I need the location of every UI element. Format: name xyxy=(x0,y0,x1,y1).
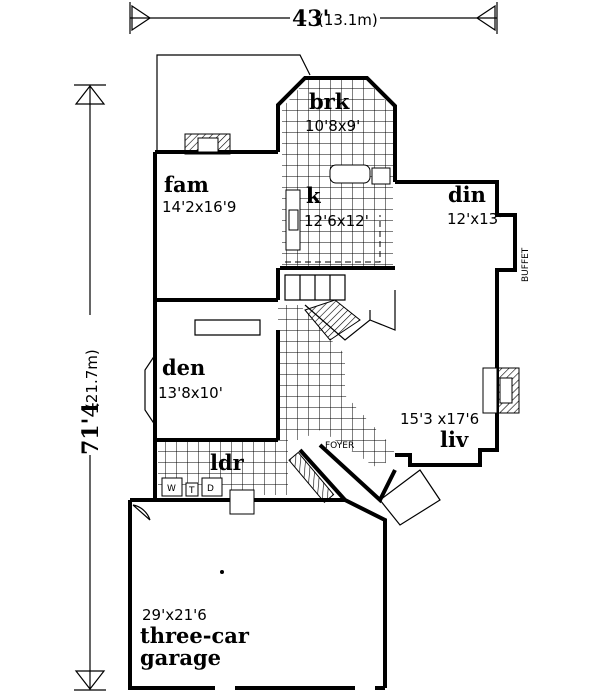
tub-label: T xyxy=(188,486,195,496)
dryer-label: D xyxy=(207,484,214,494)
den-bay-window xyxy=(144,354,156,426)
brk-name: brk xyxy=(309,89,350,114)
width-metric: (13.1m) xyxy=(318,11,378,29)
foyer-label: FOYER xyxy=(325,441,354,451)
foyer-door xyxy=(288,451,335,504)
walls xyxy=(128,76,517,690)
dryer-icon xyxy=(201,477,223,497)
width-dimension xyxy=(129,2,498,34)
hall-tile-floor xyxy=(278,305,395,470)
fam-size: 14'2x16'9 xyxy=(162,198,236,216)
depth-dimension xyxy=(74,84,106,691)
range-icon xyxy=(371,167,391,185)
din-name: din xyxy=(448,182,486,207)
den-size: 13'8x10' xyxy=(158,384,223,402)
k-name: k xyxy=(306,183,321,208)
stairs-icon xyxy=(284,274,361,341)
fam-name: fam xyxy=(164,172,209,197)
washer-label: W xyxy=(167,484,176,494)
ldr-name: ldr xyxy=(210,450,245,475)
brk-size: 10'8x9' xyxy=(305,117,360,135)
kitchen-island xyxy=(329,164,371,184)
width-label: 43' xyxy=(292,6,329,32)
sink-icon xyxy=(288,209,299,231)
depth-metric: (21.7m) xyxy=(83,349,101,409)
washer-icon xyxy=(161,477,183,497)
ldr-door xyxy=(229,489,255,515)
garage-name-line1: three-car xyxy=(140,623,250,648)
tub-icon xyxy=(185,482,199,497)
buffet-label: BUFFET xyxy=(521,247,531,282)
liv-name: liv xyxy=(440,427,469,452)
garage-dot xyxy=(220,570,224,574)
depth-label: 71'4 xyxy=(78,402,104,455)
garage-size: 29'x21'6 xyxy=(142,606,207,624)
k-size: 12'6x12' xyxy=(304,212,369,230)
garage-door-swing xyxy=(132,504,151,521)
din-size: 12'x13' xyxy=(447,210,502,228)
garage-name-line2: garage xyxy=(140,645,221,670)
den-name: den xyxy=(162,355,205,380)
deck-outline xyxy=(156,54,311,150)
liv-size: 15'3 x17'6 xyxy=(400,410,479,428)
